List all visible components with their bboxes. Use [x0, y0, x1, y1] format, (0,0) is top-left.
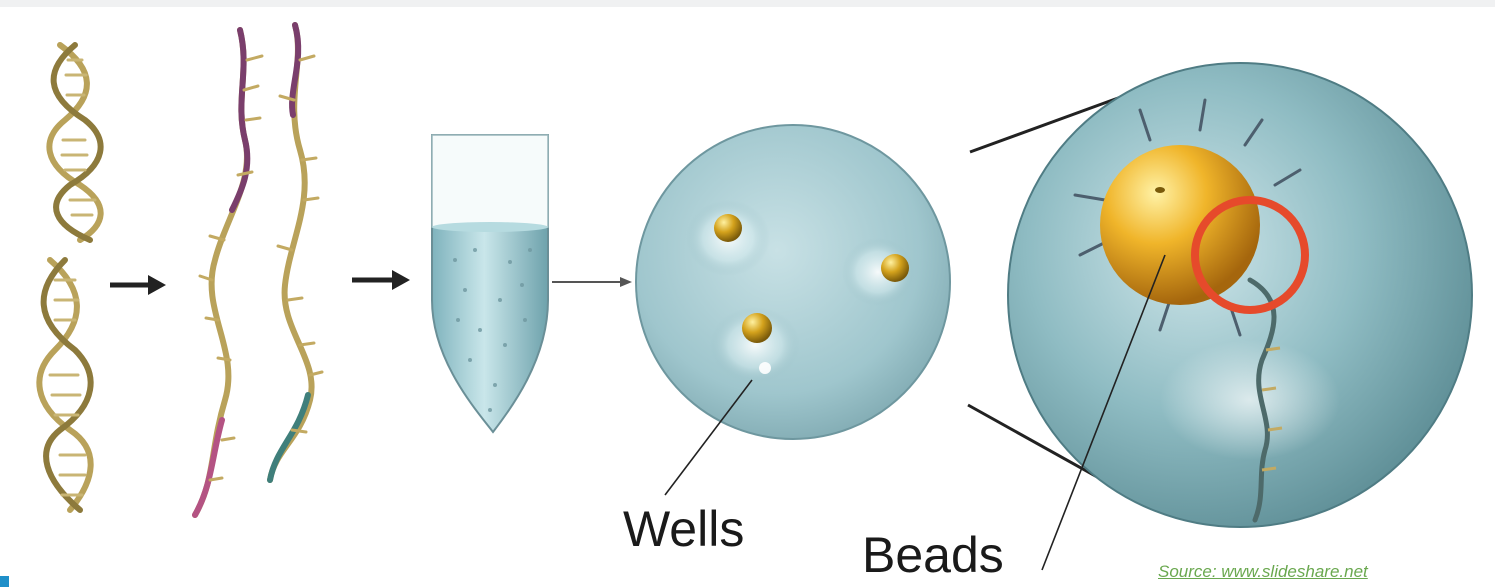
arrow-icon: [110, 275, 166, 295]
bead-icon: [881, 254, 909, 282]
double-helix-dna-icon: [49, 45, 100, 240]
beads-label: Beads: [862, 526, 1004, 584]
source-link[interactable]: Source: www.slideshare.net: [1158, 562, 1368, 582]
bead-icon: [1100, 145, 1260, 305]
single-strand-dna-icon: [270, 25, 322, 480]
bead-icon: [742, 313, 772, 343]
bead-icon: [714, 214, 742, 242]
arrow-icon: [352, 270, 410, 290]
magnified-well: [1008, 63, 1472, 527]
single-strand-dna-icon: [195, 30, 262, 515]
wells-label: Wells: [623, 500, 744, 558]
arrow-icon: [552, 277, 632, 287]
double-helix-dna-icon: [39, 260, 90, 510]
tube-icon: [432, 135, 548, 432]
corner-accent: [0, 576, 9, 587]
well-plate-icon: [636, 125, 950, 439]
